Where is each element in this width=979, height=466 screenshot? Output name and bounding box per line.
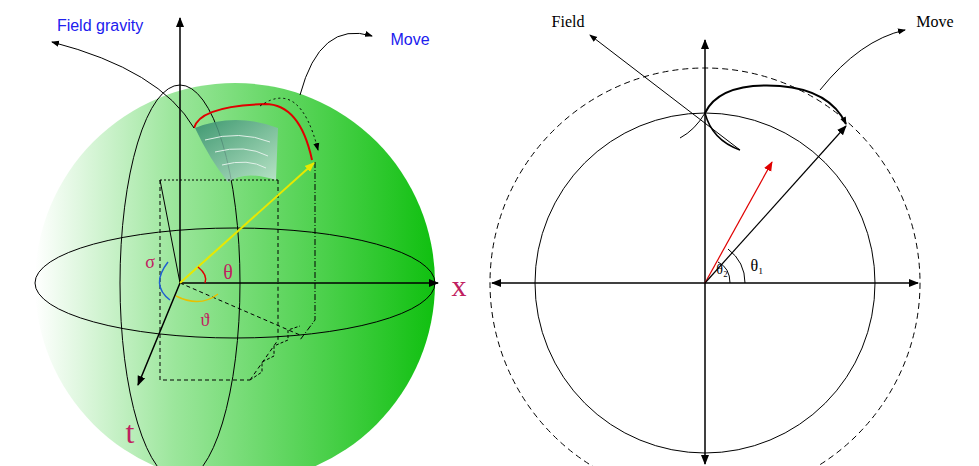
angle-label: σ (145, 253, 155, 271)
move-label: Move (916, 14, 953, 30)
angle-label: θ₂ (716, 263, 728, 277)
angle-label: ϑ (201, 311, 210, 329)
field-label: Field gravity (57, 18, 143, 34)
move-label: Move (390, 32, 429, 48)
axis-label: t (126, 416, 135, 448)
angle-label: θ₁ (750, 258, 763, 274)
field-label: Field (552, 14, 585, 30)
axis-label: x (452, 271, 467, 301)
angle-label: θ (223, 262, 233, 282)
